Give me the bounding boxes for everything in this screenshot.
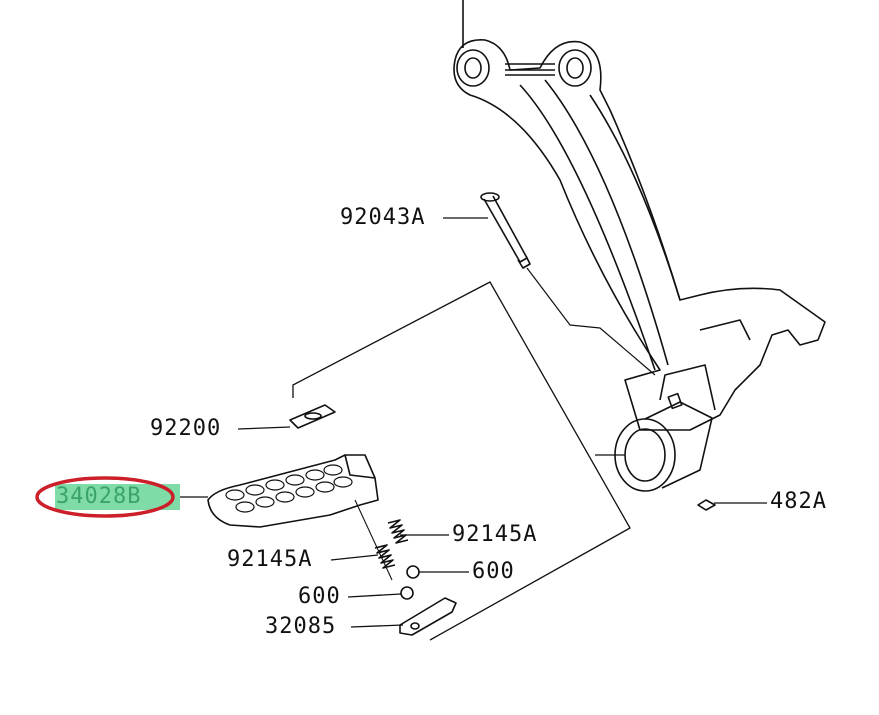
highlight-ring — [35, 476, 175, 518]
ball-600-right — [406, 565, 420, 579]
part-label-482A[interactable]: 482A — [770, 489, 827, 514]
part-label-600-right[interactable]: 600 — [472, 559, 515, 584]
part-label-92145A-right[interactable]: 92145A — [452, 522, 538, 547]
footpeg-34028B — [207, 454, 379, 528]
clip-482A — [697, 499, 716, 511]
spring-right — [387, 519, 409, 544]
ball-600-left — [400, 586, 414, 600]
spring-left — [374, 544, 396, 569]
part-label-600-left[interactable]: 600 — [298, 584, 341, 609]
part-label-92145A-left[interactable]: 92145A — [227, 547, 313, 572]
part-label-92043A[interactable]: 92043A — [340, 205, 426, 230]
part-label-92200[interactable]: 92200 — [150, 416, 222, 441]
pin-92043A — [480, 192, 531, 269]
footpeg-bracket — [453, 39, 826, 431]
part-label-34028B[interactable]: 34028B — [56, 484, 142, 509]
part-highlight — [55, 484, 180, 510]
assembly-frame — [292, 281, 631, 641]
pivot-sleeve — [614, 364, 716, 492]
washer-92200 — [289, 404, 336, 429]
part-label-32085[interactable]: 32085 — [265, 614, 337, 639]
plate-32085 — [399, 597, 457, 636]
